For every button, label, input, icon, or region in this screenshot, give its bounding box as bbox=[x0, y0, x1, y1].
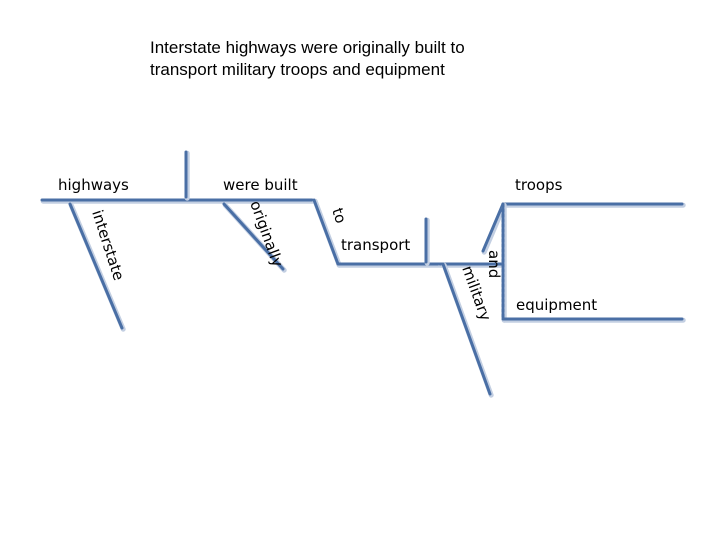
title-line-2: transport military troops and equipment bbox=[150, 60, 445, 79]
word-conjunction: and bbox=[485, 250, 503, 278]
fork-top-diagonal bbox=[481, 202, 505, 253]
page-title: Interstate highways were originally buil… bbox=[150, 37, 570, 81]
word-object-2: equipment bbox=[516, 296, 597, 314]
word-modifier-subject: interstate bbox=[88, 208, 128, 283]
modifier-object-line bbox=[441, 262, 492, 396]
modifier-verb-line bbox=[222, 202, 285, 271]
modifier-subject-line bbox=[68, 202, 124, 330]
word-preposition: to bbox=[328, 206, 350, 226]
title-line-1: Interstate highways were originally buil… bbox=[150, 38, 465, 57]
word-object-1: troops bbox=[515, 176, 563, 194]
word-prep-object: transport bbox=[341, 236, 410, 254]
word-verb: were built bbox=[223, 176, 298, 194]
diagram-lines bbox=[40, 150, 686, 398]
fork-top-diagonal-shadow bbox=[481, 202, 507, 255]
preposition-line bbox=[312, 198, 340, 266]
word-subject: highways bbox=[58, 176, 129, 194]
